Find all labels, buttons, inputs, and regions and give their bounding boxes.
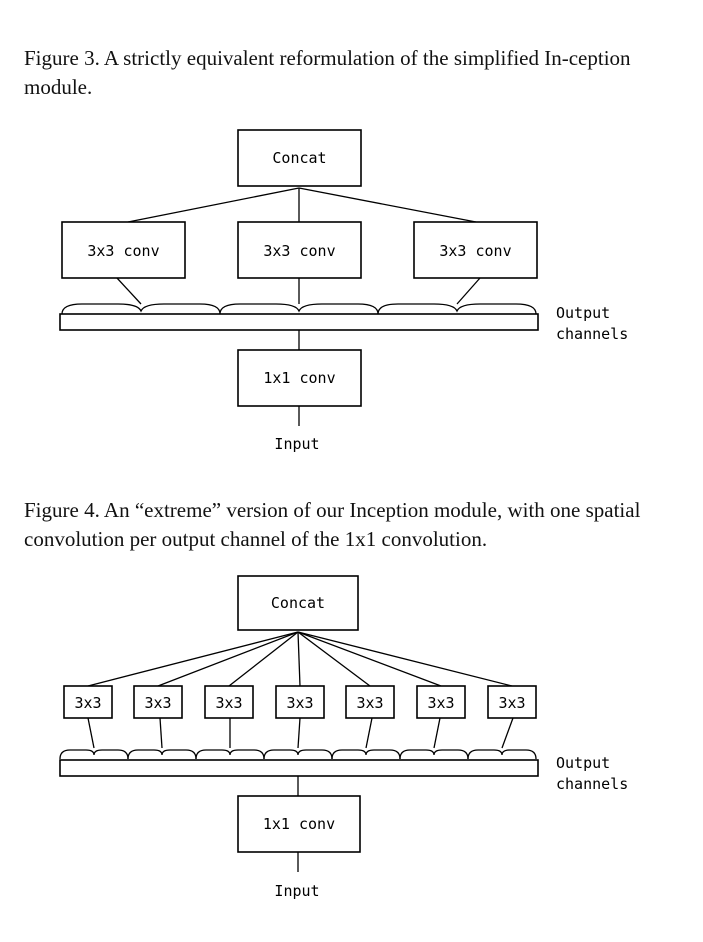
concat-to-conv-3-line <box>228 631 299 687</box>
conv-4-to-brace-line <box>297 717 301 749</box>
output-channels-label-line-2: channels <box>556 325 628 343</box>
concat-to-conv-7-line <box>297 631 513 687</box>
channel-brace-1 <box>59 749 129 760</box>
conv-box-3 <box>413 221 538 279</box>
pointwise-conv-box <box>237 795 361 853</box>
output-channels-label-line-1: Output <box>556 304 610 322</box>
conv-2-to-brace-line <box>159 717 163 749</box>
conv-1-to-brace-line <box>87 717 95 749</box>
conv-box-7 <box>487 685 537 719</box>
channel-brace-5 <box>331 749 401 760</box>
output-channels-label-line-2: channels <box>556 775 628 793</box>
concat-to-conv-2-line <box>157 631 299 687</box>
output-channels-label-line-1: Output <box>556 754 610 772</box>
concat-to-conv-5-line <box>297 631 371 687</box>
conv-1-to-brace-line <box>116 277 142 305</box>
concat-label: Concat <box>271 594 325 612</box>
conv-box-1 <box>61 221 186 279</box>
channel-group-brace-1 <box>61 303 221 315</box>
conv-box-3 <box>204 685 254 719</box>
concat-label: Concat <box>272 149 326 167</box>
figure-3-diagram: Concat 3x3 conv 3x3 conv 3x3 conv Output… <box>59 129 628 453</box>
conv-box-5 <box>345 685 395 719</box>
input-label: Input <box>274 435 319 453</box>
conv-label-3: 3x3 <box>215 694 242 712</box>
concat-to-conv-6-line <box>297 631 442 687</box>
channel-group-brace-3 <box>377 303 537 315</box>
conv-box-2 <box>133 685 183 719</box>
conv-label-4: 3x3 <box>286 694 313 712</box>
conv-3-to-brace-line <box>456 277 481 305</box>
conv-box-1 <box>63 685 113 719</box>
channel-brace-2 <box>127 749 197 760</box>
concat-to-conv-3-line <box>298 187 477 223</box>
concat-to-conv-1-line <box>127 187 300 223</box>
conv-box-4 <box>275 685 325 719</box>
concat-to-conv-1-line <box>87 631 299 687</box>
conv-6-to-brace-line <box>433 717 441 749</box>
conv-label-2: 3x3 conv <box>263 242 335 260</box>
concat-box <box>237 575 359 631</box>
channel-group-brace-2 <box>219 303 379 315</box>
conv-label-3: 3x3 conv <box>439 242 511 260</box>
figure-4-diagram: Concat 3x3 3x3 3x3 3x3 3x3 3x3 3x3 Outpu… <box>59 575 628 900</box>
conv-label-1: 3x3 conv <box>87 242 159 260</box>
output-channels-bar <box>59 759 539 777</box>
conv-label-1: 3x3 <box>74 694 101 712</box>
channel-brace-7 <box>467 749 537 760</box>
pointwise-conv-label: 1x1 conv <box>263 815 335 833</box>
conv-label-7: 3x3 <box>498 694 525 712</box>
figure-4-caption: Figure 4. An “extreme” version of our In… <box>24 498 641 551</box>
conv-box-6 <box>416 685 466 719</box>
conv-label-2: 3x3 <box>144 694 171 712</box>
input-label: Input <box>274 882 319 900</box>
conv-7-to-brace-line <box>501 717 514 749</box>
channel-brace-6 <box>399 749 469 760</box>
concat-box <box>237 129 362 187</box>
pointwise-conv-label: 1x1 conv <box>263 369 335 387</box>
conv-5-to-brace-line <box>365 717 373 749</box>
concat-to-conv-4-line <box>297 631 301 687</box>
figure-3-caption: Figure 3. A strictly equivalent reformul… <box>24 46 631 99</box>
conv-label-5: 3x3 <box>356 694 383 712</box>
channel-brace-3 <box>195 749 265 760</box>
output-channels-bar <box>59 313 539 331</box>
channel-brace-4 <box>263 749 333 760</box>
conv-label-6: 3x3 <box>427 694 454 712</box>
